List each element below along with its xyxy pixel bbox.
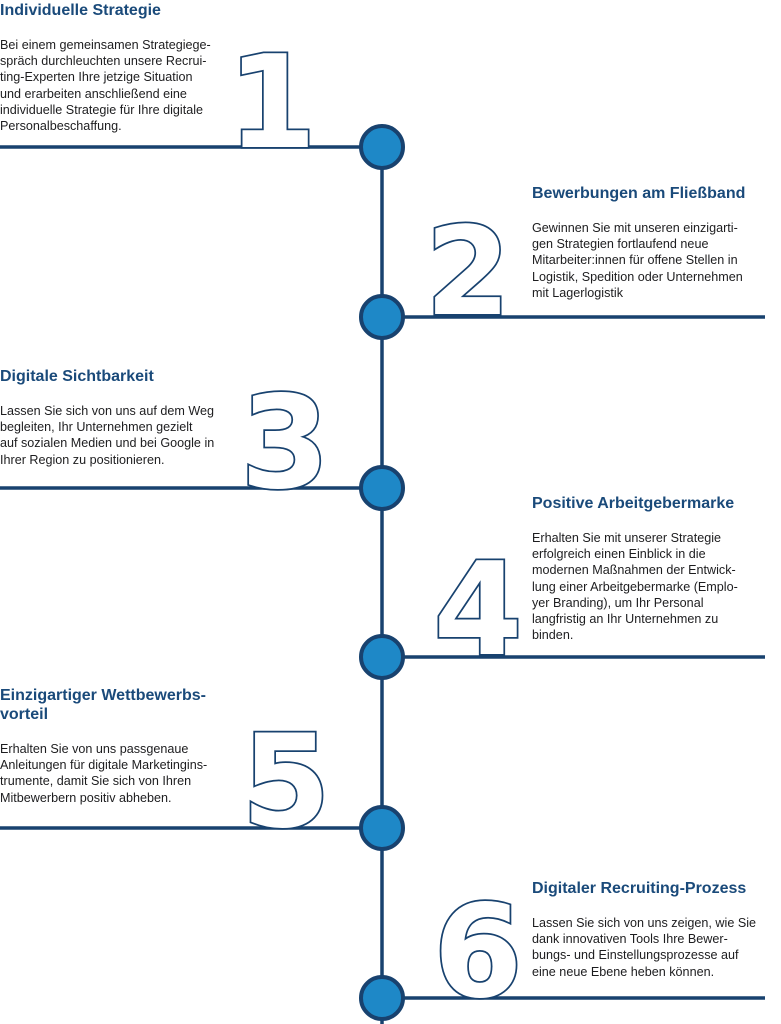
step-numeral-5: 5 bbox=[241, 708, 330, 857]
step-1: Individuelle Strategie Bei einem gemeins… bbox=[0, 1, 262, 134]
timeline-node-5 bbox=[359, 805, 405, 851]
step-5: Einzigartiger Wettbewerbs- vorteil Erhal… bbox=[0, 686, 252, 806]
step-title: Positive Arbeitgebermarke bbox=[532, 495, 735, 512]
step-2: Bewerbungen am Fließband Gewinnen Sie mi… bbox=[532, 184, 780, 301]
step-3: Digitale Sichtbarkeit Lassen Sie sich vo… bbox=[0, 367, 252, 468]
step-description: Bei einem gemeinsamen Strategiege- spräc… bbox=[0, 38, 211, 134]
timeline-node-6 bbox=[359, 975, 405, 1021]
step-numeral-6: 6 bbox=[433, 878, 522, 1024]
step-numeral-4: 4 bbox=[433, 536, 522, 685]
step-description: Erhalten Sie mit unserer Strategie erfol… bbox=[532, 531, 738, 643]
step-numeral-2: 2 bbox=[426, 201, 511, 343]
step-title: Digitale Sichtbarkeit bbox=[0, 368, 154, 385]
step-title: Digitaler Recruiting-Prozess bbox=[532, 880, 747, 897]
step-4: Positive Arbeitgebermarke Erhalten Sie m… bbox=[532, 494, 780, 643]
timeline-node-1 bbox=[359, 124, 405, 170]
step-description: Lassen Sie sich von uns zeigen, wie Sie … bbox=[532, 916, 757, 979]
step-title: Einzigartiger Wettbewerbs- vorteil bbox=[0, 687, 206, 723]
step-title: Individuelle Strategie bbox=[0, 2, 161, 19]
step-numeral-1: 1 bbox=[227, 29, 316, 178]
timeline-node-3 bbox=[359, 465, 405, 511]
step-6: Digitaler Recruiting-Prozess Lassen Sie … bbox=[532, 879, 780, 980]
step-description: Gewinnen Sie mit unseren einzigarti- gen… bbox=[532, 221, 743, 300]
timeline-node-4 bbox=[359, 634, 405, 680]
step-numeral-3: 3 bbox=[240, 369, 329, 518]
step-description: Erhalten Sie von uns passgenaue Anleitun… bbox=[0, 742, 208, 805]
timeline-node-2 bbox=[359, 294, 405, 340]
step-title: Bewerbungen am Fließband bbox=[532, 185, 746, 202]
step-description: Lassen Sie sich von uns auf dem Weg begl… bbox=[0, 404, 215, 467]
